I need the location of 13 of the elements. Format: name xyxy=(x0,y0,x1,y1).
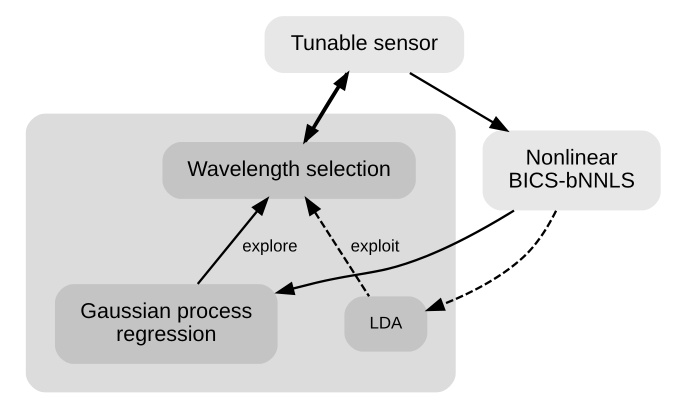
arrow xyxy=(409,72,510,132)
edge-label: exploit xyxy=(350,236,400,256)
node-box: Nonlinear BICS-bNNLS xyxy=(482,130,661,210)
arrow xyxy=(196,196,270,285)
arrow xyxy=(274,210,515,296)
node-box: LDA xyxy=(344,296,428,352)
node-box: Tunable sensor xyxy=(264,16,464,73)
arrow xyxy=(424,210,558,312)
node-box: Wavelength selection xyxy=(162,142,416,199)
arrow xyxy=(304,196,370,297)
cluster xyxy=(26,114,456,392)
edge-label: explore xyxy=(242,236,298,256)
node-box: Gaussian process regression xyxy=(54,284,278,364)
